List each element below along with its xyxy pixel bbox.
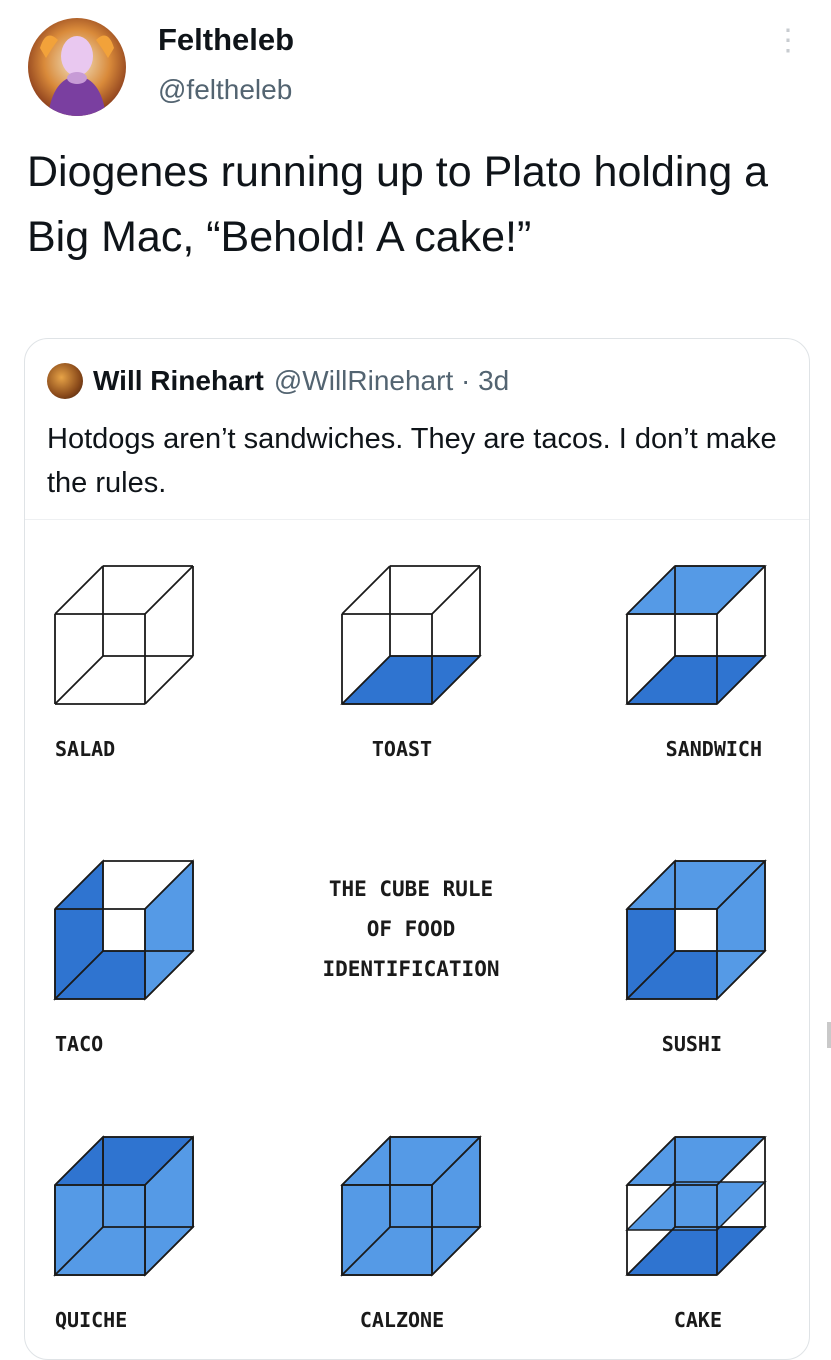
quoted-tweet-text: Hotdogs aren’t sandwiches. They are taco… xyxy=(47,423,777,499)
quoted-tweet[interactable]: Will Rinehart @WillRinehart · 3d Hotdogs… xyxy=(24,338,810,1360)
tweet-text: Diogenes running up to Plato holding a B… xyxy=(27,148,769,261)
cube-taco: TACO xyxy=(53,859,195,1056)
cube-calzone: CALZONE xyxy=(340,1135,482,1332)
diagram-title-line-3: IDENTIFICATION xyxy=(322,957,499,981)
quoted-author-avatar[interactable] xyxy=(47,363,83,399)
scrollbar-thumb[interactable] xyxy=(827,1022,831,1048)
cube-sandwich: SANDWICH xyxy=(625,565,767,761)
cube-label-sushi: SUSHI xyxy=(662,1032,722,1056)
quoted-tweet-header: Will Rinehart @WillRinehart · 3d xyxy=(47,363,509,399)
cube-toast: TOAST xyxy=(340,565,482,761)
author-avatar[interactable] xyxy=(28,18,126,116)
cube-rule-diagram: SALAD TOAST SANDWICH TACO SUSHI QUICHE CALZONE… xyxy=(53,565,767,1332)
diagram-title-line-2: OF FOOD xyxy=(367,917,456,941)
author-name[interactable]: Feltheleb xyxy=(158,22,295,57)
cube-label-quiche: QUICHE xyxy=(55,1308,127,1332)
cube-label-sandwich: SANDWICH xyxy=(666,737,762,761)
cube-label-toast: TOAST xyxy=(372,737,432,761)
cube-label-calzone: CALZONE xyxy=(360,1308,444,1332)
cube-label-taco: TACO xyxy=(55,1032,103,1056)
diagram-title-line-1: THE CUBE RULE xyxy=(329,877,493,901)
author-handle[interactable]: @feltheleb xyxy=(158,74,293,105)
cube-cake: CAKE xyxy=(625,1136,767,1332)
cube-quiche: QUICHE xyxy=(53,1135,195,1332)
cube-label-salad: SALAD xyxy=(55,737,115,761)
quoted-tweet-image[interactable]: SALAD TOAST SANDWICH TACO SUSHI QUICHE CALZONE… xyxy=(25,519,809,1359)
quoted-author-meta: @WillRinehart · 3d xyxy=(273,365,510,396)
cube-sushi: SUSHI xyxy=(625,859,767,1056)
cube-salad: SALAD xyxy=(54,565,194,761)
quoted-author-name[interactable]: Will Rinehart xyxy=(93,365,264,396)
cube-label-cake: CAKE xyxy=(674,1308,722,1332)
more-vertical-icon[interactable]: ⋮ xyxy=(773,24,803,57)
